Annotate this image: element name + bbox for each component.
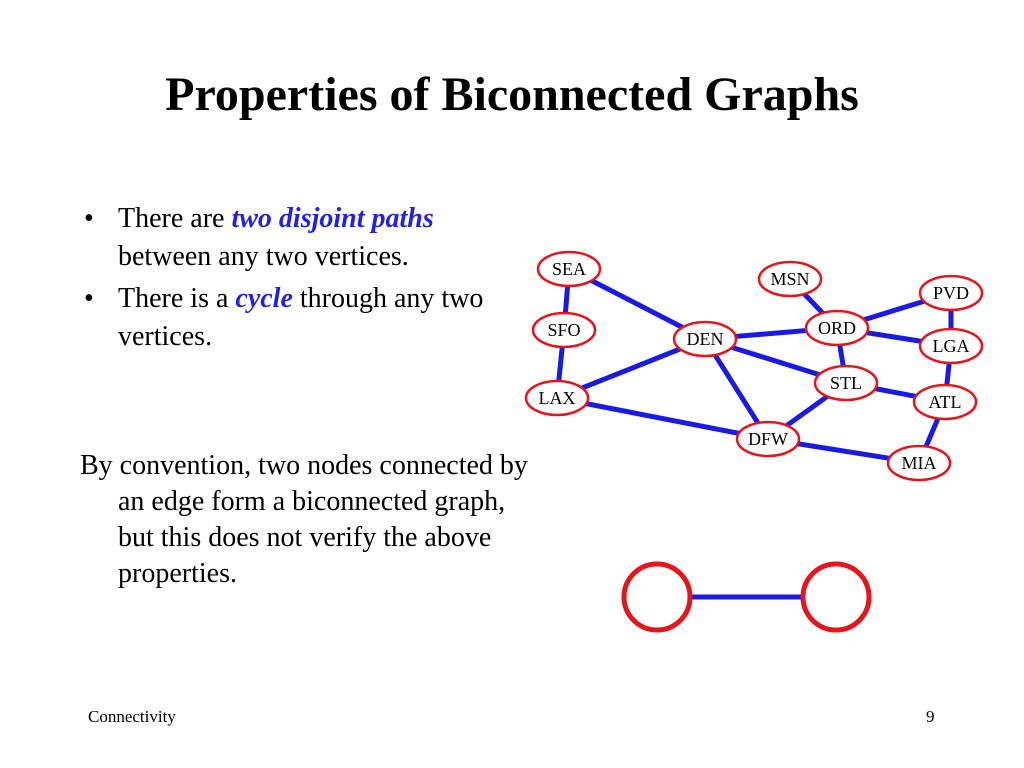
node-stl: STL [813,364,879,402]
node-label: MIA [902,453,937,473]
bullet-marker: • [84,203,94,234]
node-ellipse [536,250,602,288]
node-label: LAX [539,388,576,408]
bullet-item-cycle: • There is a cycle through any two verti… [84,280,484,356]
node-ellipse [524,379,590,417]
bullet-text-before: There is a [118,283,236,314]
bullet-emphasis-cycle: cycle [235,283,293,314]
pair-node-left [621,561,693,633]
node-ord: ORD [804,309,870,347]
node-label: DEN [687,329,724,349]
node-sea: SEA [536,250,602,288]
node-label: ATL [929,392,962,412]
node-ellipse [918,327,984,365]
bullet-marker: • [84,283,94,314]
pair-node-right [800,561,872,633]
node-ellipse [912,383,978,421]
edge-lax-dfw [556,395,769,442]
node-label: SEA [552,259,586,279]
two-node-graph [621,561,872,633]
node-label: PVD [933,283,969,303]
convention-paragraph: By convention, two nodes connected by an… [80,450,528,589]
node-ellipse [813,364,879,402]
node-den: DEN [672,320,738,358]
footer-page-number: 9 [926,707,935,726]
node-ellipse [735,420,801,458]
bullet-text-before: There are [118,203,232,234]
bullet-text-after: between any two vertices. [118,241,409,272]
node-ellipse [918,274,984,312]
graph-nodes: SEA SFO LAX DEN MSN ORD STL DFW PVD LGA ATL MIA [524,250,984,482]
node-ellipse [804,309,870,347]
slide-title: Properties of Biconnected Graphs [165,68,859,121]
node-ellipse [531,311,597,349]
bullet-list: • There are two disjoint paths between a… [84,200,484,360]
node-msn: MSN [757,260,823,298]
node-pvd: PVD [918,274,984,312]
node-ellipse [672,320,738,358]
node-label: SFO [547,320,580,340]
node-atl: ATL [912,383,978,421]
bullet-emphasis-two-disjoint-paths: two disjoint paths [231,203,434,234]
node-ellipse [886,444,952,482]
node-lga: LGA [918,327,984,365]
node-ellipse [757,260,823,298]
node-label: MSN [770,269,809,289]
bullet-text-after: through any two vertices. [118,283,484,352]
node-mia: MIA [886,444,952,482]
node-label: DFW [748,429,788,449]
node-label: ORD [818,318,856,338]
node-label: LGA [933,336,970,356]
node-lax: LAX [524,379,590,417]
node-dfw: DFW [735,420,801,458]
bullet-item-disjoint-paths: • There are two disjoint paths between a… [84,200,484,276]
node-label: STL [830,373,862,393]
node-sfo: SFO [531,311,597,349]
footer-section-name: Connectivity [88,707,176,726]
